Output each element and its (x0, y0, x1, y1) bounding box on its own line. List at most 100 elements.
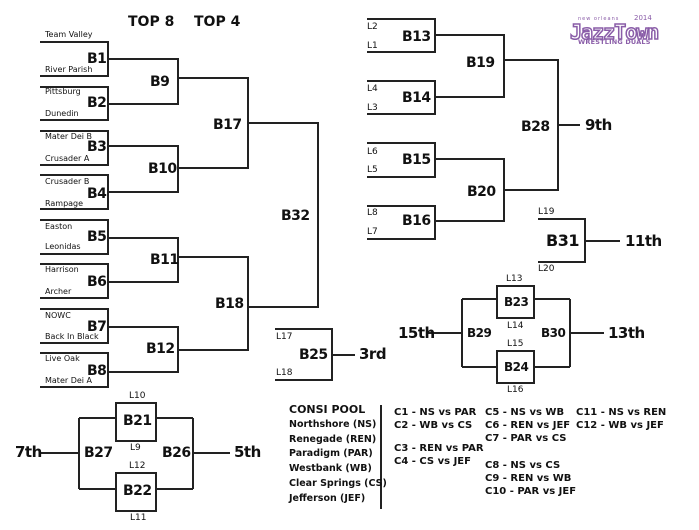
bout-label: B11 (150, 252, 179, 268)
place-label: 9th (585, 116, 612, 134)
bracket-b18 (178, 256, 249, 351)
jazztown-logo: new orleans 2014 JazzTown WRESTLING DUAL… (566, 12, 676, 46)
loser-label: L17 (276, 332, 293, 342)
loser-label: L16 (507, 385, 524, 395)
loser-label: L8 (367, 208, 378, 218)
bout-label: B32 (281, 208, 310, 224)
team-name: Archer (45, 287, 72, 296)
loser-label: L20 (538, 264, 555, 274)
team-name: Dunedin (45, 109, 79, 118)
bout-label: B16 (402, 213, 431, 229)
consi-team: Renegade (REN) (289, 434, 377, 445)
loser-label: L19 (538, 207, 555, 217)
consi-match: C11 - NS vs REN (576, 407, 667, 418)
consi-team: Westbank (WB) (289, 463, 372, 474)
box-b23 (496, 285, 535, 319)
bout-label: B6 (87, 274, 107, 290)
team-name: Back In Black (45, 332, 99, 341)
consi-pool-title: CONSI POOL (289, 403, 366, 416)
bracket-b8 (40, 352, 109, 388)
consi-match: C10 - PAR vs JEF (485, 486, 577, 497)
place-label: 7th (15, 443, 42, 461)
consi-match: C9 - REN vs WB (485, 473, 572, 484)
consi-match: C2 - WB vs CS (394, 420, 473, 431)
logo-subtitle: WRESTLING DUALS (578, 38, 651, 46)
bout-label: B23 (504, 295, 529, 309)
bout-label: B10 (148, 161, 177, 177)
bout-label: B15 (402, 152, 431, 168)
bout-label: B30 (541, 326, 566, 340)
bout-label: B18 (215, 296, 244, 312)
bout-label: B5 (87, 229, 107, 245)
loser-label: L4 (367, 84, 378, 94)
loser-label: L6 (367, 147, 378, 157)
loser-label: L10 (129, 391, 146, 401)
logo-title: JazzTown (569, 19, 660, 45)
bout-label: B8 (87, 363, 107, 379)
team-name: River Parish (45, 65, 93, 74)
consi-match: C12 - WB vs JEF (576, 420, 664, 431)
loser-label: L5 (367, 165, 378, 175)
loser-label: L1 (367, 41, 378, 51)
bout-label: B7 (87, 319, 107, 335)
bracket-b3 (40, 130, 109, 166)
consi-team: Jefferson (JEF) (289, 493, 366, 504)
bout-label: B12 (146, 341, 175, 357)
loser-label: L2 (367, 22, 378, 32)
consi-match: C7 - PAR vs CS (485, 433, 567, 444)
team-name: Easton (45, 222, 73, 231)
bracket-b16 (367, 205, 436, 240)
consi-match: C8 - NS vs CS (485, 460, 561, 471)
logo-year: 2014 (634, 14, 652, 22)
team-name: Rampage (45, 199, 84, 208)
team-name: Team Valley (45, 30, 93, 39)
consi-match: C6 - REN vs JEF (485, 420, 571, 431)
bout-label: B26 (162, 445, 191, 461)
place-label: 3rd (359, 345, 387, 363)
loser-label: L18 (276, 368, 293, 378)
header-top4: TOP 4 (194, 14, 241, 30)
consi-match: C1 - NS vs PAR (394, 407, 477, 418)
team-name: Crusader A (45, 154, 90, 163)
bout-label: B1 (87, 51, 107, 67)
bout-label: B3 (87, 139, 107, 155)
bracket-b19 (435, 34, 505, 98)
consi-team: Clear Springs (CS) (289, 478, 387, 489)
logo-subtitle-top: new orleans (578, 16, 620, 22)
bout-label: B9 (150, 74, 170, 90)
bout-label: B21 (123, 413, 152, 429)
loser-label: L14 (507, 321, 524, 331)
bout-label: B31 (546, 231, 579, 250)
bout-label: B28 (521, 119, 550, 135)
consi-match: C3 - REN vs PAR (394, 443, 484, 454)
team-name: Mater Dei B (45, 132, 93, 141)
team-name: Mater Dei A (45, 376, 93, 385)
header-top8: TOP 8 (128, 14, 175, 30)
loser-label: L11 (130, 513, 147, 523)
bracket-b32 (248, 122, 319, 308)
consi-match: C4 - CS vs JEF (394, 456, 471, 467)
team-name: Harrison (45, 265, 79, 274)
loser-label: L12 (129, 461, 146, 471)
team-name: Live Oak (45, 354, 80, 363)
bracket-b9 (108, 58, 179, 105)
team-name: Leonidas (45, 242, 81, 251)
bout-label: B25 (299, 347, 328, 363)
consi-match: C5 - NS vs WB (485, 407, 565, 418)
bout-label: B14 (402, 90, 431, 106)
team-name: Pittsburg (45, 87, 81, 96)
bout-label: B19 (466, 55, 495, 71)
bout-label: B27 (84, 445, 113, 461)
bout-label: B20 (467, 184, 496, 200)
bout-label: B17 (213, 117, 242, 133)
consi-team: Paradigm (PAR) (289, 448, 373, 459)
bout-label: B22 (123, 483, 152, 499)
loser-label: L7 (367, 227, 378, 237)
place-label: 11th (625, 232, 662, 250)
loser-label: L9 (130, 443, 141, 453)
box-b22 (115, 472, 157, 512)
loser-label: L13 (506, 274, 523, 284)
team-name: Crusader B (45, 177, 90, 186)
loser-label: L3 (367, 103, 378, 113)
